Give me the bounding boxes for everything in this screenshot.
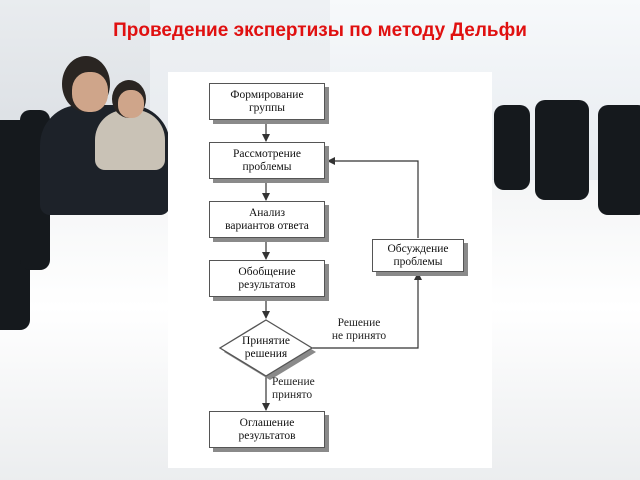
chair (598, 105, 640, 215)
decision-diamond (218, 319, 314, 377)
flowchart-connectors (218, 121, 422, 411)
person-face (72, 72, 108, 112)
edge-label-not-accepted: Решение не принято (331, 317, 387, 342)
arrow-decision-to-discuss (308, 272, 422, 349)
slide-title: Проведение экспертизы по методу Дельфи (113, 20, 527, 41)
arrow-discuss-to-review (327, 157, 419, 238)
chair (535, 100, 589, 200)
chair (494, 105, 530, 190)
edge-label-accepted: Решение принято (272, 376, 315, 401)
person-silhouette (95, 110, 165, 170)
person-face (118, 90, 144, 118)
